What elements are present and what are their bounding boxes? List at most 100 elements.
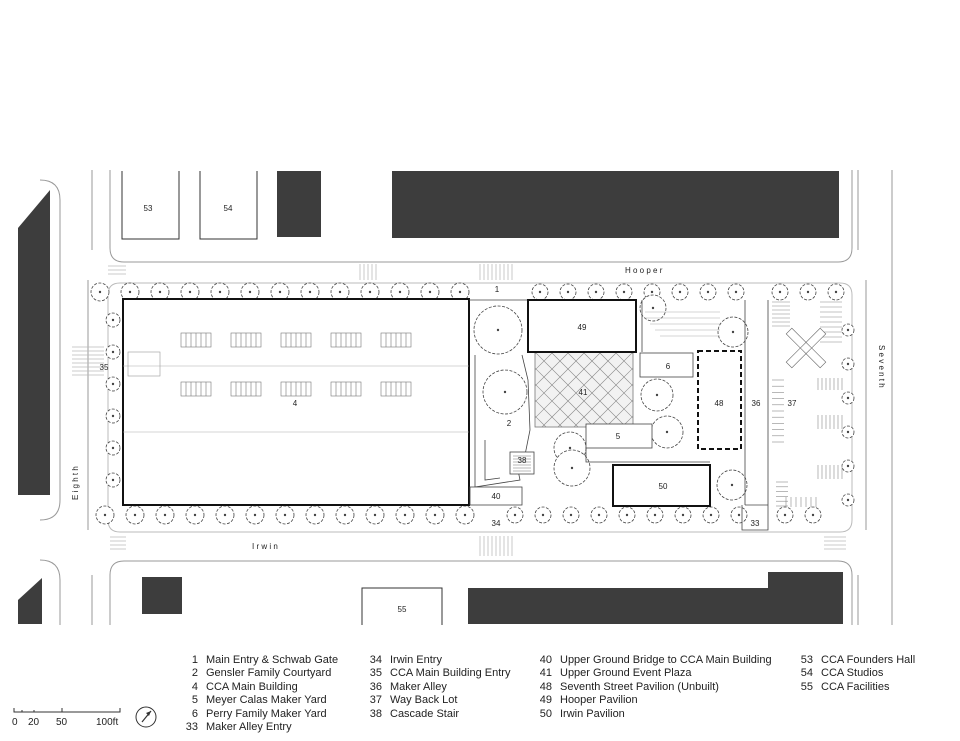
tree (210, 282, 230, 302)
legend-item-number: 1 (191, 654, 198, 666)
legend-item-label: Gensler Family Courtyard (206, 667, 332, 680)
legend-item-label: Hooper Pavilion (560, 694, 638, 707)
scale-label-50: 50 (56, 717, 68, 728)
legend-item-number: 4 (191, 680, 198, 693)
legend-item-label: Meyer Calas Maker Yard (206, 694, 327, 707)
label-49: 49 (578, 323, 587, 332)
scale-label-20: 20 (28, 717, 40, 728)
tree (650, 415, 684, 449)
crosswalks (72, 264, 846, 556)
tree (531, 283, 549, 301)
legend-item-label: Maker Alley Entry (206, 721, 292, 734)
legend-item-label: Irwin Pavilion (560, 707, 625, 720)
label-33: 33 (751, 519, 760, 528)
street-seventh: S e v e n t h (877, 345, 886, 388)
main-building (122, 298, 470, 506)
label-4: 4 (293, 399, 298, 408)
tree (215, 505, 235, 525)
tree (717, 316, 749, 348)
legend-item-label: CCA Founders Hall (821, 654, 916, 666)
legend-item-number: 54 (800, 667, 813, 680)
legend-item-label: Way Back Lot (390, 694, 458, 707)
legend-item-number: 34 (369, 654, 382, 666)
tree (804, 506, 822, 524)
building-north-b (392, 171, 839, 238)
label-41: 41 (579, 388, 588, 397)
legend-column-1: 1 Main Entry & Schwab Gate 2 Gensler Family… (178, 654, 338, 734)
tree (506, 506, 524, 524)
tree (125, 505, 145, 525)
pavilion-49 (527, 299, 637, 353)
tree (841, 323, 855, 337)
tree (841, 459, 855, 473)
legend-item-number: 6 (191, 707, 198, 720)
tree (640, 378, 674, 412)
tree (105, 472, 121, 488)
tree (335, 505, 355, 525)
tree (95, 505, 115, 525)
label-34: 34 (492, 519, 501, 528)
outline-buildings (121, 171, 443, 625)
tree (559, 283, 577, 301)
legend-item-label: Main Entry & Schwab Gate (206, 654, 339, 666)
tree (155, 505, 175, 525)
pavilion-48 (697, 350, 742, 450)
building-south-a (142, 577, 182, 614)
tree (841, 425, 855, 439)
label-54: 54 (224, 204, 233, 213)
label-50: 50 (659, 482, 668, 491)
building-54 (199, 171, 258, 240)
scale-bar: 0 20 50 100ft (12, 700, 142, 740)
legend-item: 6 Perry Family Maker Yard (178, 708, 338, 721)
north-arrow-icon (135, 706, 157, 728)
label-5: 5 (616, 432, 621, 441)
legend-item-number: 50 (539, 707, 552, 720)
label-6: 6 (666, 362, 671, 371)
legend-item: 36 Maker Alley (362, 681, 510, 694)
tree (699, 283, 717, 301)
legend-item-label: Perry Family Maker Yard (206, 707, 327, 720)
tree (185, 505, 205, 525)
tree (615, 283, 633, 301)
tree (105, 376, 121, 392)
street-eighth: E i g h t h (71, 466, 80, 500)
legend-item-number: 36 (369, 680, 382, 693)
building-53 (121, 171, 180, 240)
scale-label-0: 0 (12, 717, 18, 728)
tree (674, 506, 692, 524)
tree (730, 506, 748, 524)
label-1: 1 (495, 285, 500, 294)
tree (300, 282, 320, 302)
tree (671, 283, 689, 301)
tree (275, 505, 295, 525)
legend-item: 4 CCA Main Building (178, 681, 338, 694)
pinwheel (785, 327, 827, 369)
legend-item-label: CCA Facilities (821, 680, 890, 693)
tree (455, 505, 475, 525)
legend-item-number: 41 (539, 667, 552, 680)
legend-item-label: Maker Alley (390, 680, 447, 693)
legend-item-label: CCA Main Building (206, 680, 298, 693)
street-irwin: I r w i n (252, 542, 278, 551)
scale-bar-graphic (13, 708, 121, 713)
tree (776, 506, 794, 524)
yard-6 (639, 352, 694, 378)
tree (120, 282, 140, 302)
legend-item-label: Upper Ground Bridge to CCA Main Building (560, 654, 772, 666)
label-53: 53 (144, 204, 153, 213)
legend-item-number: 2 (191, 667, 198, 680)
tree (639, 294, 667, 322)
tree (305, 505, 325, 525)
